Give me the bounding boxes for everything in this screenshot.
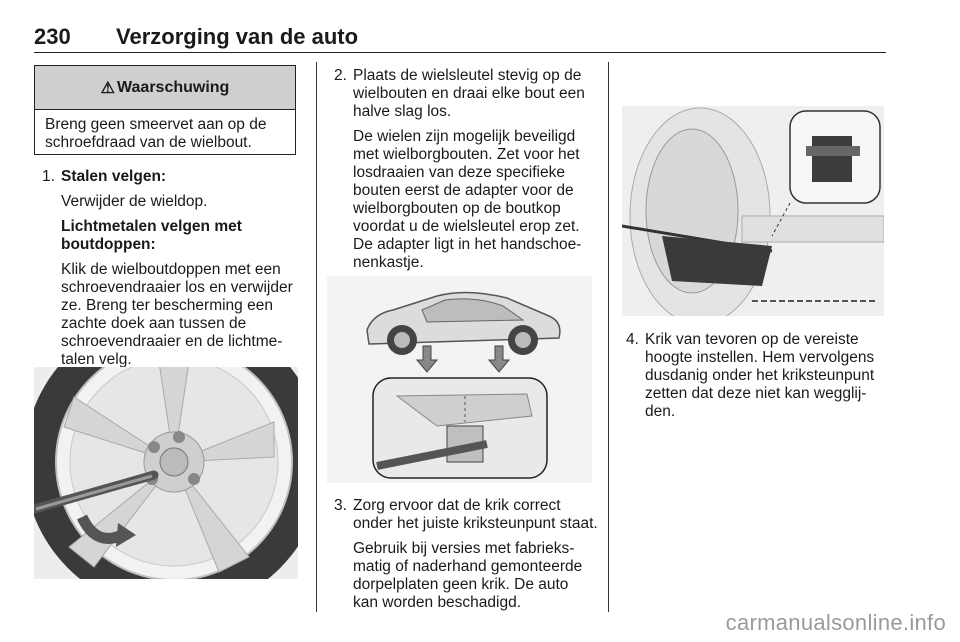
warning-text: Breng geen smeervet aan op de schroefdra…: [45, 116, 267, 151]
step-number: 4.: [626, 331, 639, 348]
step-text-continued: Gebruik bij versies met fabrieks-matig o…: [353, 540, 583, 611]
step-number: 1.: [42, 168, 55, 185]
warning-triangle-icon: ⚠: [100, 79, 116, 97]
jack-under-sill-illustration: [622, 106, 884, 316]
step-number: 3.: [334, 497, 347, 514]
step-heading: Stalen velgen:: [61, 168, 167, 185]
step-text: De wielen zijn mogelijk beveiligd met wi…: [353, 128, 582, 271]
warning-header: ⚠ Waarschuwing: [35, 66, 295, 110]
step-text: Zorg ervoor dat de krik correct onder he…: [353, 497, 598, 532]
watermark: carmanualsonline.info: [725, 610, 946, 635]
step-text: Plaats de wielsleutel stevig op de wielb…: [353, 67, 585, 120]
step-number: 2.: [334, 67, 347, 84]
step-text: Klik de wielboutdoppen met een schroeven…: [61, 261, 293, 368]
step-text: Krik van tevoren op de vereiste hoogte i…: [645, 331, 875, 420]
page-number: 230: [34, 24, 71, 49]
warning-title: Waarschuwing: [117, 78, 230, 96]
column-divider: [608, 62, 609, 612]
step-text: Gebruik bij versies met fabrieks-matig o…: [353, 540, 593, 612]
warning-box: ⚠ Waarschuwing Breng geen smeervet aan o…: [34, 65, 296, 155]
page-header: 230 Verzorging van de auto: [34, 24, 886, 53]
step-subheading: Lichtmetalen velgen met boutdoppen:: [61, 218, 242, 253]
page-title: Verzorging van de auto: [116, 24, 359, 49]
step-2: 2. Plaats de wielsleutel stevig op de wi…: [326, 67, 598, 272]
step-1: 1. Stalen velgen: Verwijder de wieldop. …: [34, 168, 300, 369]
step-text: Verwijder de wieldop.: [61, 193, 208, 210]
step-4: 4. Krik van tevoren op de vereiste hoogt…: [618, 331, 888, 421]
column-divider: [316, 62, 317, 612]
alloy-wheel-illustration: [34, 367, 298, 579]
step-3: 3. Zorg ervoor dat de krik correct onder…: [326, 497, 598, 612]
car-jack-points-illustration: [327, 276, 592, 483]
